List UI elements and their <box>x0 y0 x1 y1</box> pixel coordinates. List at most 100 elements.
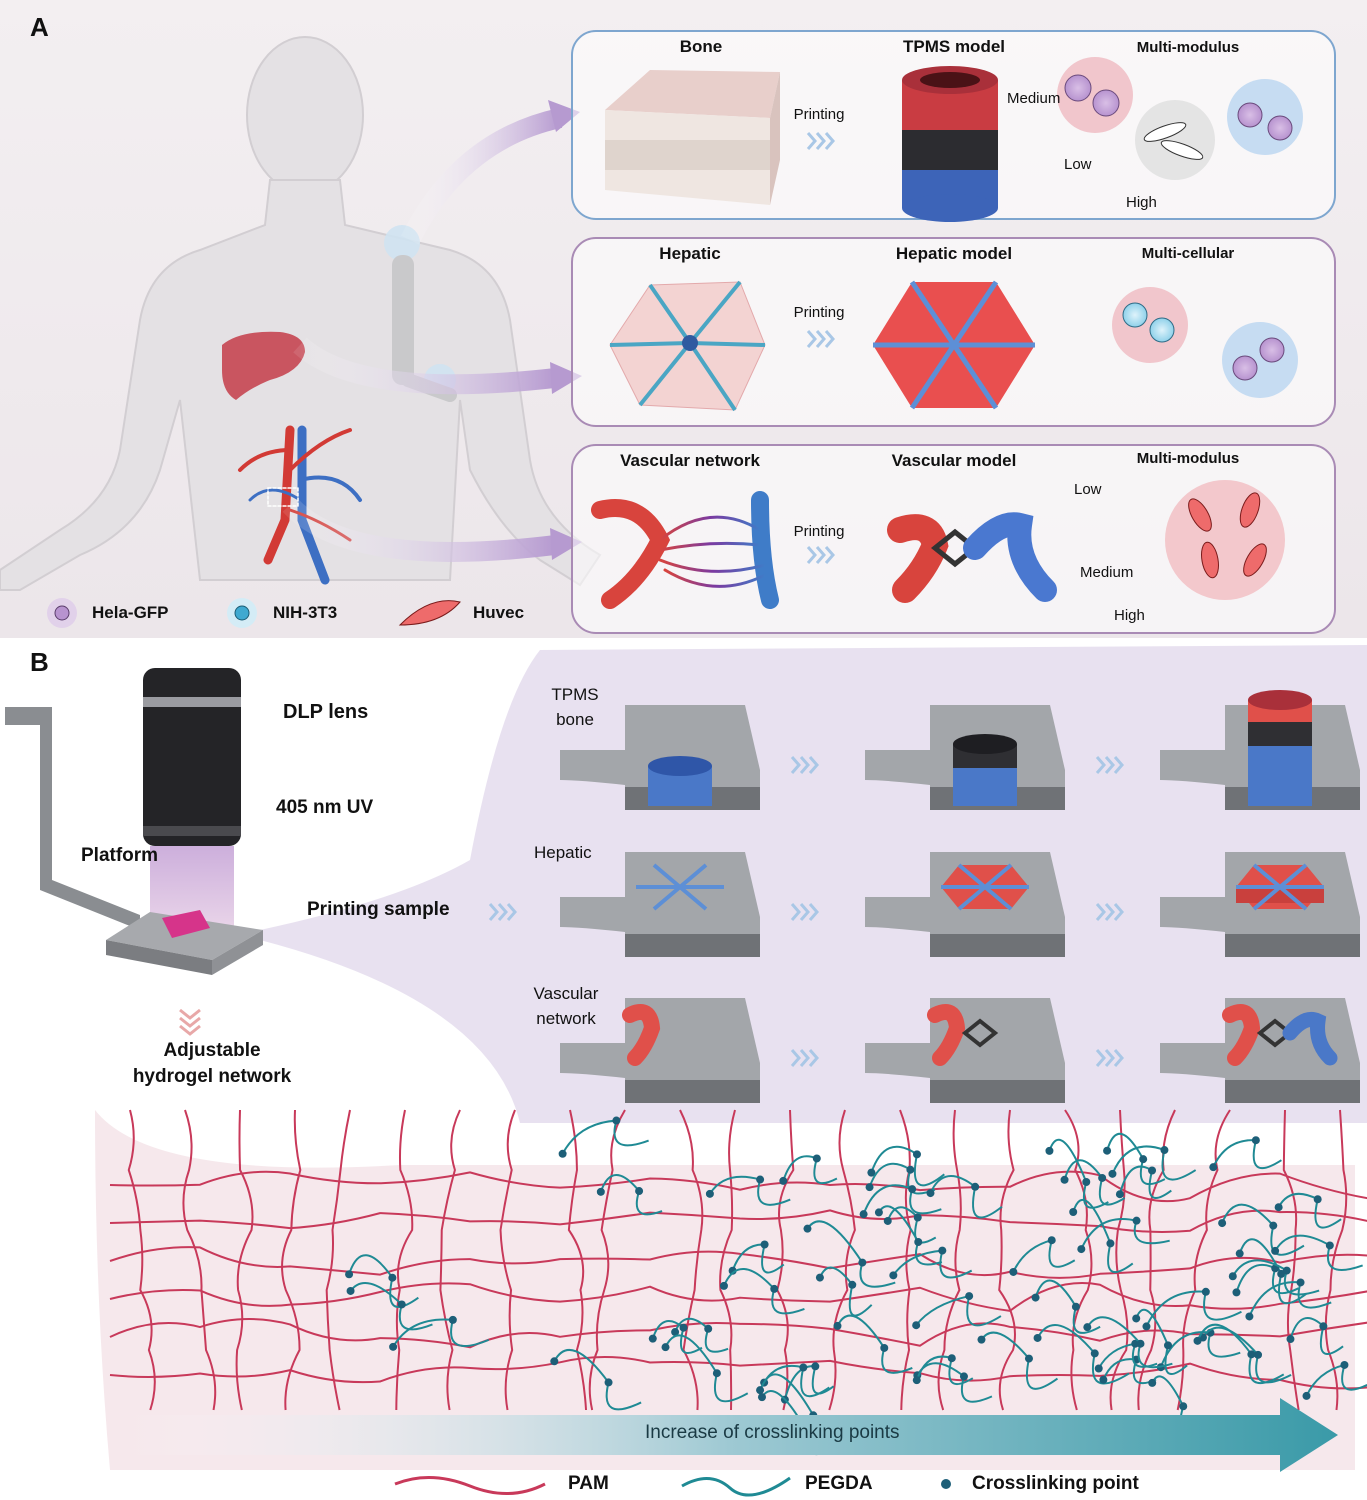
level-low-vascular: Low <box>1074 481 1102 498</box>
cell-bubbles-hepatic <box>1112 287 1298 398</box>
crosslinking-point <box>1045 1146 1054 1155</box>
crosslinking-point <box>1139 1155 1148 1164</box>
pam-strand <box>281 1109 302 1411</box>
crosslinking-point <box>712 1369 721 1378</box>
crosslinking-point <box>883 1216 892 1225</box>
row-bone-printing: Printing <box>793 106 845 123</box>
row-vascular-tissue: Vascular network <box>620 451 760 470</box>
crosslinking-point <box>1082 1178 1091 1187</box>
legend-nih-3t3-icon <box>227 598 257 628</box>
pam-strand <box>679 1109 704 1411</box>
legend-pam: PAM <box>568 1473 609 1494</box>
crosslinking-point <box>1142 1322 1151 1331</box>
vascular-stage-red <box>1222 1004 1261 1066</box>
pam-strand <box>499 1109 516 1411</box>
step-label-tpms: TPMS bone <box>551 685 599 729</box>
crosslinking-point <box>889 1271 898 1280</box>
pam-strand <box>439 1109 461 1411</box>
label-adjustable-network: Adjustable hydrogel network <box>132 1040 292 1087</box>
crosslinking-point <box>1271 1246 1280 1255</box>
panel-letter-a: A <box>30 12 49 42</box>
crosslinking-point <box>938 1246 947 1255</box>
row-hepatic-model: Hepatic model <box>895 244 1013 263</box>
crosslinking-point <box>1132 1314 1141 1323</box>
chevron-icon <box>806 132 835 564</box>
hepatic-stage-thickness <box>1236 887 1324 903</box>
arrow-liver <box>293 337 557 395</box>
legend-hela-gfp: Hela-GFP <box>92 603 169 622</box>
crosslinking-point <box>728 1266 737 1275</box>
row-bone-tissue: Bone <box>679 37 723 56</box>
crosslinking-point <box>1098 1173 1107 1182</box>
crosslinking-point <box>1228 1272 1237 1281</box>
vascular-stage-junction <box>961 1018 999 1048</box>
pam-strand <box>828 1109 856 1411</box>
hydrogel-network <box>109 1109 1367 1456</box>
vascular-stage-red <box>622 1004 661 1066</box>
crosslinking-point <box>648 1334 657 1343</box>
crosslinking-point <box>558 1149 567 1158</box>
crosslinking-point <box>1069 1208 1078 1217</box>
cell-bubbles-vascular <box>1165 480 1285 600</box>
crosslinking-point <box>833 1321 842 1330</box>
crosslinking-point <box>1325 1241 1334 1250</box>
legend-crosslink-dot <box>941 1479 951 1489</box>
pam-strand <box>325 1109 351 1411</box>
crosslinking-point <box>1319 1322 1328 1331</box>
crosslinking-point <box>1251 1136 1260 1145</box>
build-platform <box>865 998 1065 1103</box>
pam-strand <box>776 1109 795 1411</box>
crosslinking-point <box>661 1343 670 1352</box>
crosslinking-point <box>947 1354 956 1363</box>
crosslinking-point <box>1115 1190 1124 1199</box>
pam-strand <box>109 1318 1367 1349</box>
crosslinking-point <box>1232 1288 1241 1297</box>
pam-strand <box>182 1109 217 1411</box>
pam-strand <box>588 1109 626 1411</box>
crosslinking-point <box>1031 1293 1040 1302</box>
tpms-bone-stage-mid <box>1248 722 1312 746</box>
crosslinking-point <box>1108 1169 1117 1178</box>
crosslinking-point <box>1286 1335 1295 1344</box>
crosslinking-point <box>1099 1375 1108 1384</box>
chevron-icon <box>790 756 819 774</box>
pam-strand <box>1282 1109 1300 1411</box>
crosslinking-point <box>965 1292 974 1301</box>
step-label-vascular: Vascular network <box>533 984 599 1028</box>
crosslinking-point <box>1313 1195 1322 1204</box>
level-medium: Medium <box>1007 90 1061 107</box>
chevron-right-icon <box>488 903 517 921</box>
crosslinking-point <box>389 1342 398 1351</box>
tpms-bone-top-ring <box>1248 690 1312 710</box>
pam-strand <box>899 1109 912 1411</box>
crosslinking-point <box>858 1258 867 1267</box>
dlp-lens-icon <box>143 668 241 846</box>
chevron-icon <box>790 1049 819 1067</box>
level-low: Low <box>1064 156 1092 173</box>
legend-pam-line <box>394 1475 546 1496</box>
legend-pegda-line <box>681 1476 791 1497</box>
crosslinking-point <box>345 1270 354 1279</box>
crosslinking-point <box>803 1224 812 1233</box>
legend-nih-3t3: NIH-3T3 <box>273 603 338 622</box>
crosslinking-point <box>1047 1236 1056 1245</box>
crosslinking-point <box>705 1189 714 1198</box>
crosslinking-point <box>913 1213 922 1222</box>
crosslinking-point <box>1071 1302 1080 1311</box>
crosslinking-point <box>1164 1341 1173 1350</box>
crosslinking-point <box>865 1183 874 1192</box>
pam-strand <box>937 1109 962 1411</box>
pam-strand <box>719 1109 736 1411</box>
crosslinking-point <box>679 1323 688 1332</box>
crosslinking-point <box>848 1280 857 1289</box>
level-high-vascular: High <box>1114 607 1145 624</box>
crosslinking-point <box>926 1189 935 1198</box>
crosslinking-point <box>859 1210 868 1219</box>
crosslinking-point <box>1209 1163 1218 1172</box>
crosslinking-point <box>1274 1203 1283 1212</box>
crosslinking-point <box>760 1240 769 1249</box>
pam-strand <box>1324 1109 1348 1411</box>
human-silhouette-icon <box>0 36 602 591</box>
crosslinking-point <box>912 1150 921 1159</box>
crosslinking-point <box>1033 1333 1042 1342</box>
